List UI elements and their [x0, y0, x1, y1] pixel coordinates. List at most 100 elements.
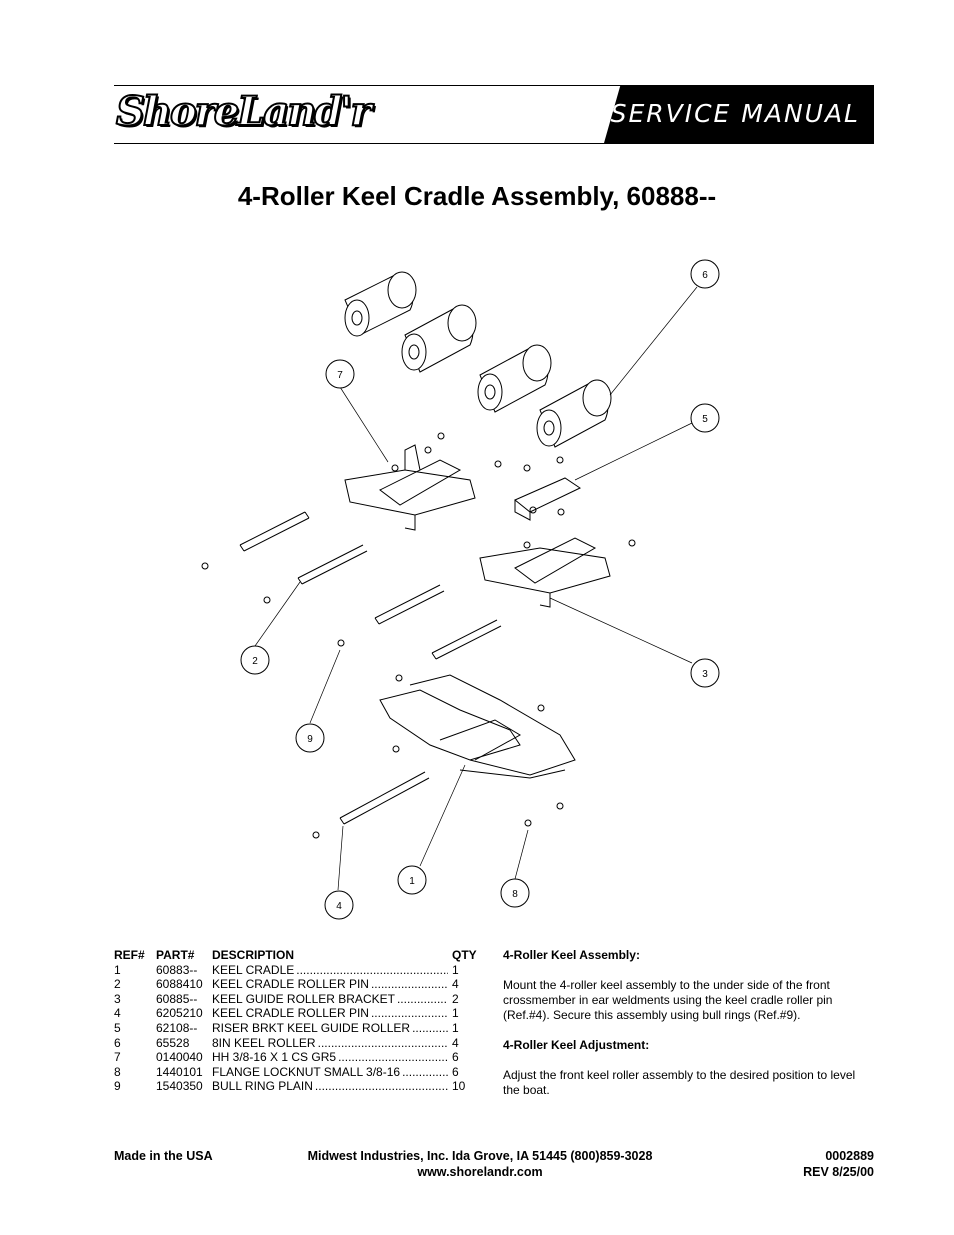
ref-cell: 2 — [114, 977, 121, 992]
qty-cell: 6 — [452, 1050, 459, 1065]
ref-cell: 4 — [114, 1006, 121, 1021]
description-cell: KEEL CRADLE ROLLER PIN..................… — [212, 977, 452, 992]
keel-cradle — [379, 674, 576, 779]
callout-label: 1 — [409, 876, 415, 887]
qty-cell: 6 — [452, 1064, 459, 1079]
qty-cell: 1 — [452, 1020, 459, 1035]
header-description: DESCRIPTION — [212, 948, 295, 962]
company-website[interactable]: www.shorelandr.com — [417, 1165, 543, 1179]
parts-table-header: REF# PART# DESCRIPTION QTY — [114, 948, 482, 963]
company-address: Midwest Industries, Inc. Ida Grove, IA 5… — [307, 1149, 653, 1163]
dot-leader: ........................................… — [370, 977, 448, 992]
callout-1 — [397, 865, 427, 895]
ref-cell: 8 — [114, 1064, 121, 1079]
qty-cell: 10 — [452, 1079, 466, 1094]
document-number: 0002889 — [825, 1149, 874, 1163]
adjustment-heading: 4-Roller Keel Adjustment: — [503, 1038, 650, 1052]
assembly-heading: 4-Roller Keel Assembly: — [503, 948, 640, 962]
table-row: 3 60885-- KEEL GUIDE ROLLER BRACKET.......… — [114, 992, 482, 1007]
part-number-cell: 1440101 — [156, 1064, 203, 1079]
qty-cell: 4 — [452, 1035, 459, 1050]
part-number-cell: 1540350 — [156, 1079, 203, 1094]
qty-cell: 1 — [452, 1006, 459, 1021]
description-cell: KEEL CRADLE.............................… — [212, 963, 452, 978]
table-row: 2 6088410 KEEL CRADLE ROLLER PIN..........… — [114, 977, 482, 992]
description-text: KEEL CRADLE — [212, 962, 295, 977]
callout-2 — [240, 645, 270, 675]
description-text: KEEL CRADLE ROLLER PIN — [212, 977, 369, 992]
part-number-cell: 6088410 — [156, 977, 203, 992]
callout-label: 6 — [702, 270, 708, 281]
header-part: PART# — [156, 948, 195, 962]
dot-leader: ........................................… — [396, 991, 448, 1006]
dot-leader: ........................................… — [338, 1050, 448, 1065]
table-row: 8 1440101 FLANGE LOCKNUT SMALL 3/8-16.....… — [114, 1065, 482, 1080]
callout-9 — [295, 723, 325, 753]
assembly-text: Mount the 4-roller keel assembly to the … — [503, 978, 833, 1022]
callout-label: 8 — [512, 889, 518, 900]
keel-guide-roller-bracket — [479, 537, 611, 608]
ref-cell: 1 — [114, 962, 121, 977]
description-cell: RISER BRKT KEEL GUIDE ROLLER............… — [212, 1021, 452, 1036]
part-number-cell: 65528 — [156, 1035, 190, 1050]
document-info: 0002889 REV 8/25/00 — [803, 1148, 874, 1180]
callout-label: 4 — [336, 901, 342, 912]
table-row: 9 1540350 BULL RING PLAIN.................… — [114, 1079, 482, 1094]
ref-cell: 7 — [114, 1050, 121, 1065]
header-qty: QTY — [452, 948, 477, 962]
keel-guide-roller-bracket — [344, 444, 476, 531]
callout-label: 9 — [307, 734, 313, 745]
callout-label: 7 — [337, 370, 343, 381]
service-manual-label: SERVICE MANUAL — [610, 99, 860, 128]
ref-cell: 5 — [114, 1020, 121, 1035]
callout-7 — [325, 359, 355, 389]
description-cell: FLANGE LOCKNUT SMALL 3/8-16.............… — [212, 1065, 452, 1080]
adjustment-text: Adjust the front keel roller assembly to… — [503, 1068, 856, 1097]
callout-6 — [690, 259, 720, 289]
part-number-cell: 6205210 — [156, 1006, 203, 1021]
ref-cell: 6 — [114, 1035, 121, 1050]
dot-leader: ........................................… — [314, 1079, 448, 1094]
dot-leader: ........................................… — [402, 1064, 448, 1079]
qty-cell: 1 — [452, 962, 459, 977]
callout-8 — [500, 878, 530, 908]
roller-pin — [431, 619, 502, 660]
roller-pin — [297, 544, 368, 585]
ref-cell: 3 — [114, 991, 121, 1006]
callout-4 — [324, 890, 354, 920]
description-text: BULL RING PLAIN — [212, 1079, 313, 1094]
roller-pin — [374, 584, 445, 625]
part-number-cell: 0140040 — [156, 1050, 203, 1065]
callout-label: 3 — [702, 669, 708, 680]
callout-label: 2 — [252, 656, 258, 667]
dot-leader: ........................................… — [370, 1006, 448, 1021]
description-text: KEEL GUIDE ROLLER BRACKET — [212, 991, 395, 1006]
page-header: ShoreLand'r SERVICE MANUAL — [114, 85, 874, 144]
part-number-cell: 60885-- — [156, 991, 198, 1006]
qty-cell: 2 — [452, 991, 459, 1006]
document-revision: REV 8/25/00 — [803, 1165, 874, 1179]
ref-cell: 9 — [114, 1079, 121, 1094]
made-in-usa: Made in the USA — [114, 1149, 213, 1163]
dot-leader: ........................................… — [412, 1020, 448, 1035]
page-title: 4-Roller Keel Cradle Assembly, 60888-- — [237, 181, 717, 211]
company-info: Midwest Industries, Inc. Ida Grove, IA 5… — [260, 1148, 700, 1180]
dot-leader: ........................................… — [317, 1035, 448, 1050]
callout-3 — [690, 658, 720, 688]
description-cell: KEEL GUIDE ROLLER BRACKET...............… — [212, 992, 452, 1007]
callout-label: 5 — [702, 414, 708, 425]
dot-leader: ........................................… — [296, 962, 448, 977]
description-cell: 8IN KEEL ROLLER.........................… — [212, 1036, 452, 1051]
description-cell: BULL RING PLAIN.........................… — [212, 1079, 452, 1094]
keel-roller — [401, 304, 477, 373]
roller-pin — [339, 771, 430, 825]
description-cell: KEEL CRADLE ROLLER PIN..................… — [212, 1006, 452, 1021]
description-text: FLANGE LOCKNUT SMALL 3/8-16 — [212, 1064, 401, 1079]
table-row: 6 65528 8IN KEEL ROLLER...................… — [114, 1036, 482, 1051]
qty-cell: 4 — [452, 977, 459, 992]
description-text: KEEL CRADLE ROLLER PIN — [212, 1006, 369, 1021]
